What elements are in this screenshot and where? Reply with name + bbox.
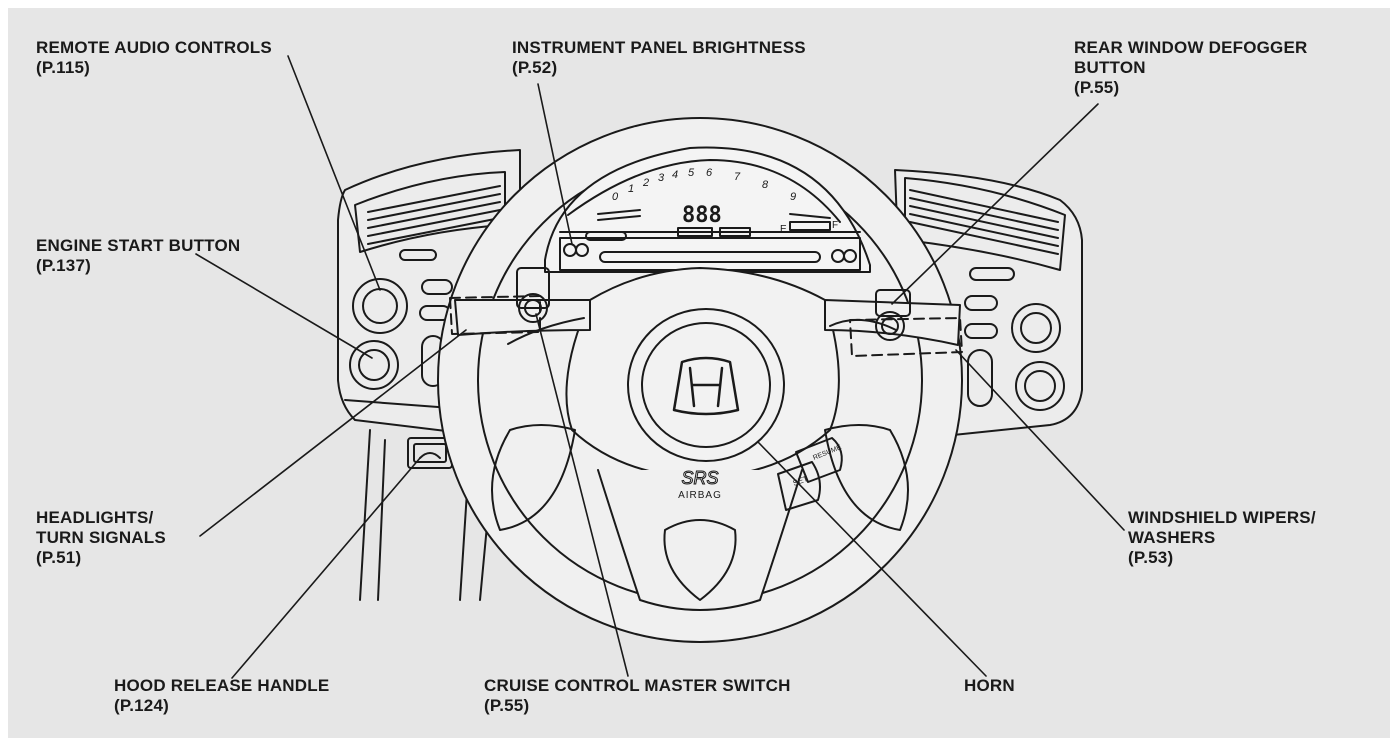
tach-number: 4	[672, 169, 678, 181]
tach-number: 1	[628, 183, 634, 195]
leader-headlights	[200, 330, 466, 536]
callout-title-line2: BUTTON	[1074, 58, 1308, 78]
callout-title: REAR WINDOW DEFOGGER	[1074, 38, 1308, 58]
tach-number: 7	[734, 171, 741, 183]
callout-headlights-turn-signals: HEADLIGHTS/ TURN SIGNALS (P.51)	[36, 508, 166, 568]
callout-engine-start-button: ENGINE START BUTTON (P.137)	[36, 236, 240, 276]
digital-speed-readout: 888	[682, 203, 722, 228]
callout-page-ref: (P.124)	[114, 696, 329, 716]
leader-remote-audio	[288, 56, 380, 290]
callout-title-line2: TURN SIGNALS	[36, 528, 166, 548]
callout-horn: HORN	[964, 676, 1015, 696]
callout-title: ENGINE START BUTTON	[36, 236, 240, 256]
callout-page-ref: (P.115)	[36, 58, 272, 78]
callout-page-ref: (P.53)	[1128, 548, 1316, 568]
callout-cruise-control-master-switch: CRUISE CONTROL MASTER SWITCH (P.55)	[484, 676, 791, 716]
srs-label: SRS	[681, 468, 718, 488]
callout-title: REMOTE AUDIO CONTROLS	[36, 38, 272, 58]
callout-page-ref: (P.52)	[512, 58, 806, 78]
tach-number: 5	[688, 167, 695, 179]
fuel-full-label: F	[832, 220, 838, 231]
callout-title-line2: WASHERS	[1128, 528, 1316, 548]
callout-title: WINDSHIELD WIPERS/	[1128, 508, 1316, 528]
callout-title: HEADLIGHTS/	[36, 508, 166, 528]
callout-page-ref: (P.137)	[36, 256, 240, 276]
fuel-empty-label: E	[780, 224, 787, 235]
tach-number: 3	[658, 172, 665, 184]
tach-number: 2	[642, 177, 649, 189]
callout-windshield-wipers-washers: WINDSHIELD WIPERS/ WASHERS (P.53)	[1128, 508, 1316, 568]
callout-hood-release-handle: HOOD RELEASE HANDLE (P.124)	[114, 676, 329, 716]
tach-number: 8	[762, 179, 769, 191]
tach-number: 0	[612, 191, 619, 203]
callout-title: INSTRUMENT PANEL BRIGHTNESS	[512, 38, 806, 58]
callout-rear-window-defogger: REAR WINDOW DEFOGGER BUTTON (P.55)	[1074, 38, 1308, 98]
callout-page-ref: (P.55)	[1074, 78, 1308, 98]
tach-number: 9	[790, 191, 796, 203]
callout-page-ref: (P.51)	[36, 548, 166, 568]
callout-page-ref: (P.55)	[484, 696, 791, 716]
callout-title: HORN	[964, 676, 1015, 696]
callout-instrument-panel-brightness: INSTRUMENT PANEL BRIGHTNESS (P.52)	[512, 38, 806, 78]
callout-title: CRUISE CONTROL MASTER SWITCH	[484, 676, 791, 696]
callout-title: HOOD RELEASE HANDLE	[114, 676, 329, 696]
tach-number: 6	[706, 167, 713, 179]
callout-remote-audio-controls: REMOTE AUDIO CONTROLS (P.115)	[36, 38, 272, 78]
leader-hood-release	[232, 458, 420, 678]
airbag-label: AIRBAG	[678, 490, 722, 501]
